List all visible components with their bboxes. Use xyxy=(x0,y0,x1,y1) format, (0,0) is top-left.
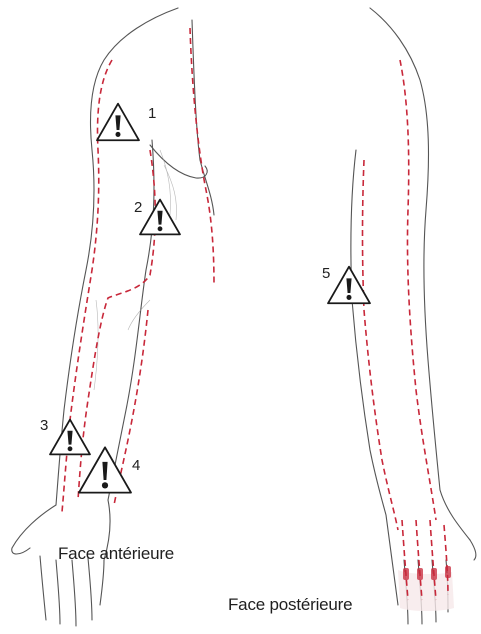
warning-number-label: 4 xyxy=(132,457,140,474)
exclamation-dot xyxy=(346,295,351,300)
warning-2: 2 xyxy=(134,199,180,234)
posterior-incision-lines xyxy=(363,60,449,600)
anterior-arm xyxy=(12,8,214,626)
warning-number-label: 1 xyxy=(148,105,156,122)
warnings-layer: 1 2 3 4 5 xyxy=(40,104,370,493)
exclamation-dot xyxy=(102,482,108,488)
posterior-view-label: Face postérieure xyxy=(228,595,352,615)
warning-1: 1 xyxy=(97,104,156,141)
posterior-arm xyxy=(351,8,476,624)
anterior-view-label: Face antérieure xyxy=(58,544,174,564)
warning-number-label: 3 xyxy=(40,417,48,434)
warning-3: 3 xyxy=(40,417,90,454)
warning-number-label: 2 xyxy=(134,199,142,216)
anterior-incision-lines xyxy=(62,28,214,512)
exclamation-dot xyxy=(158,226,163,231)
exclamation-dot xyxy=(68,446,73,451)
warning-number-label: 5 xyxy=(322,265,330,282)
exclamation-dot xyxy=(115,132,120,137)
